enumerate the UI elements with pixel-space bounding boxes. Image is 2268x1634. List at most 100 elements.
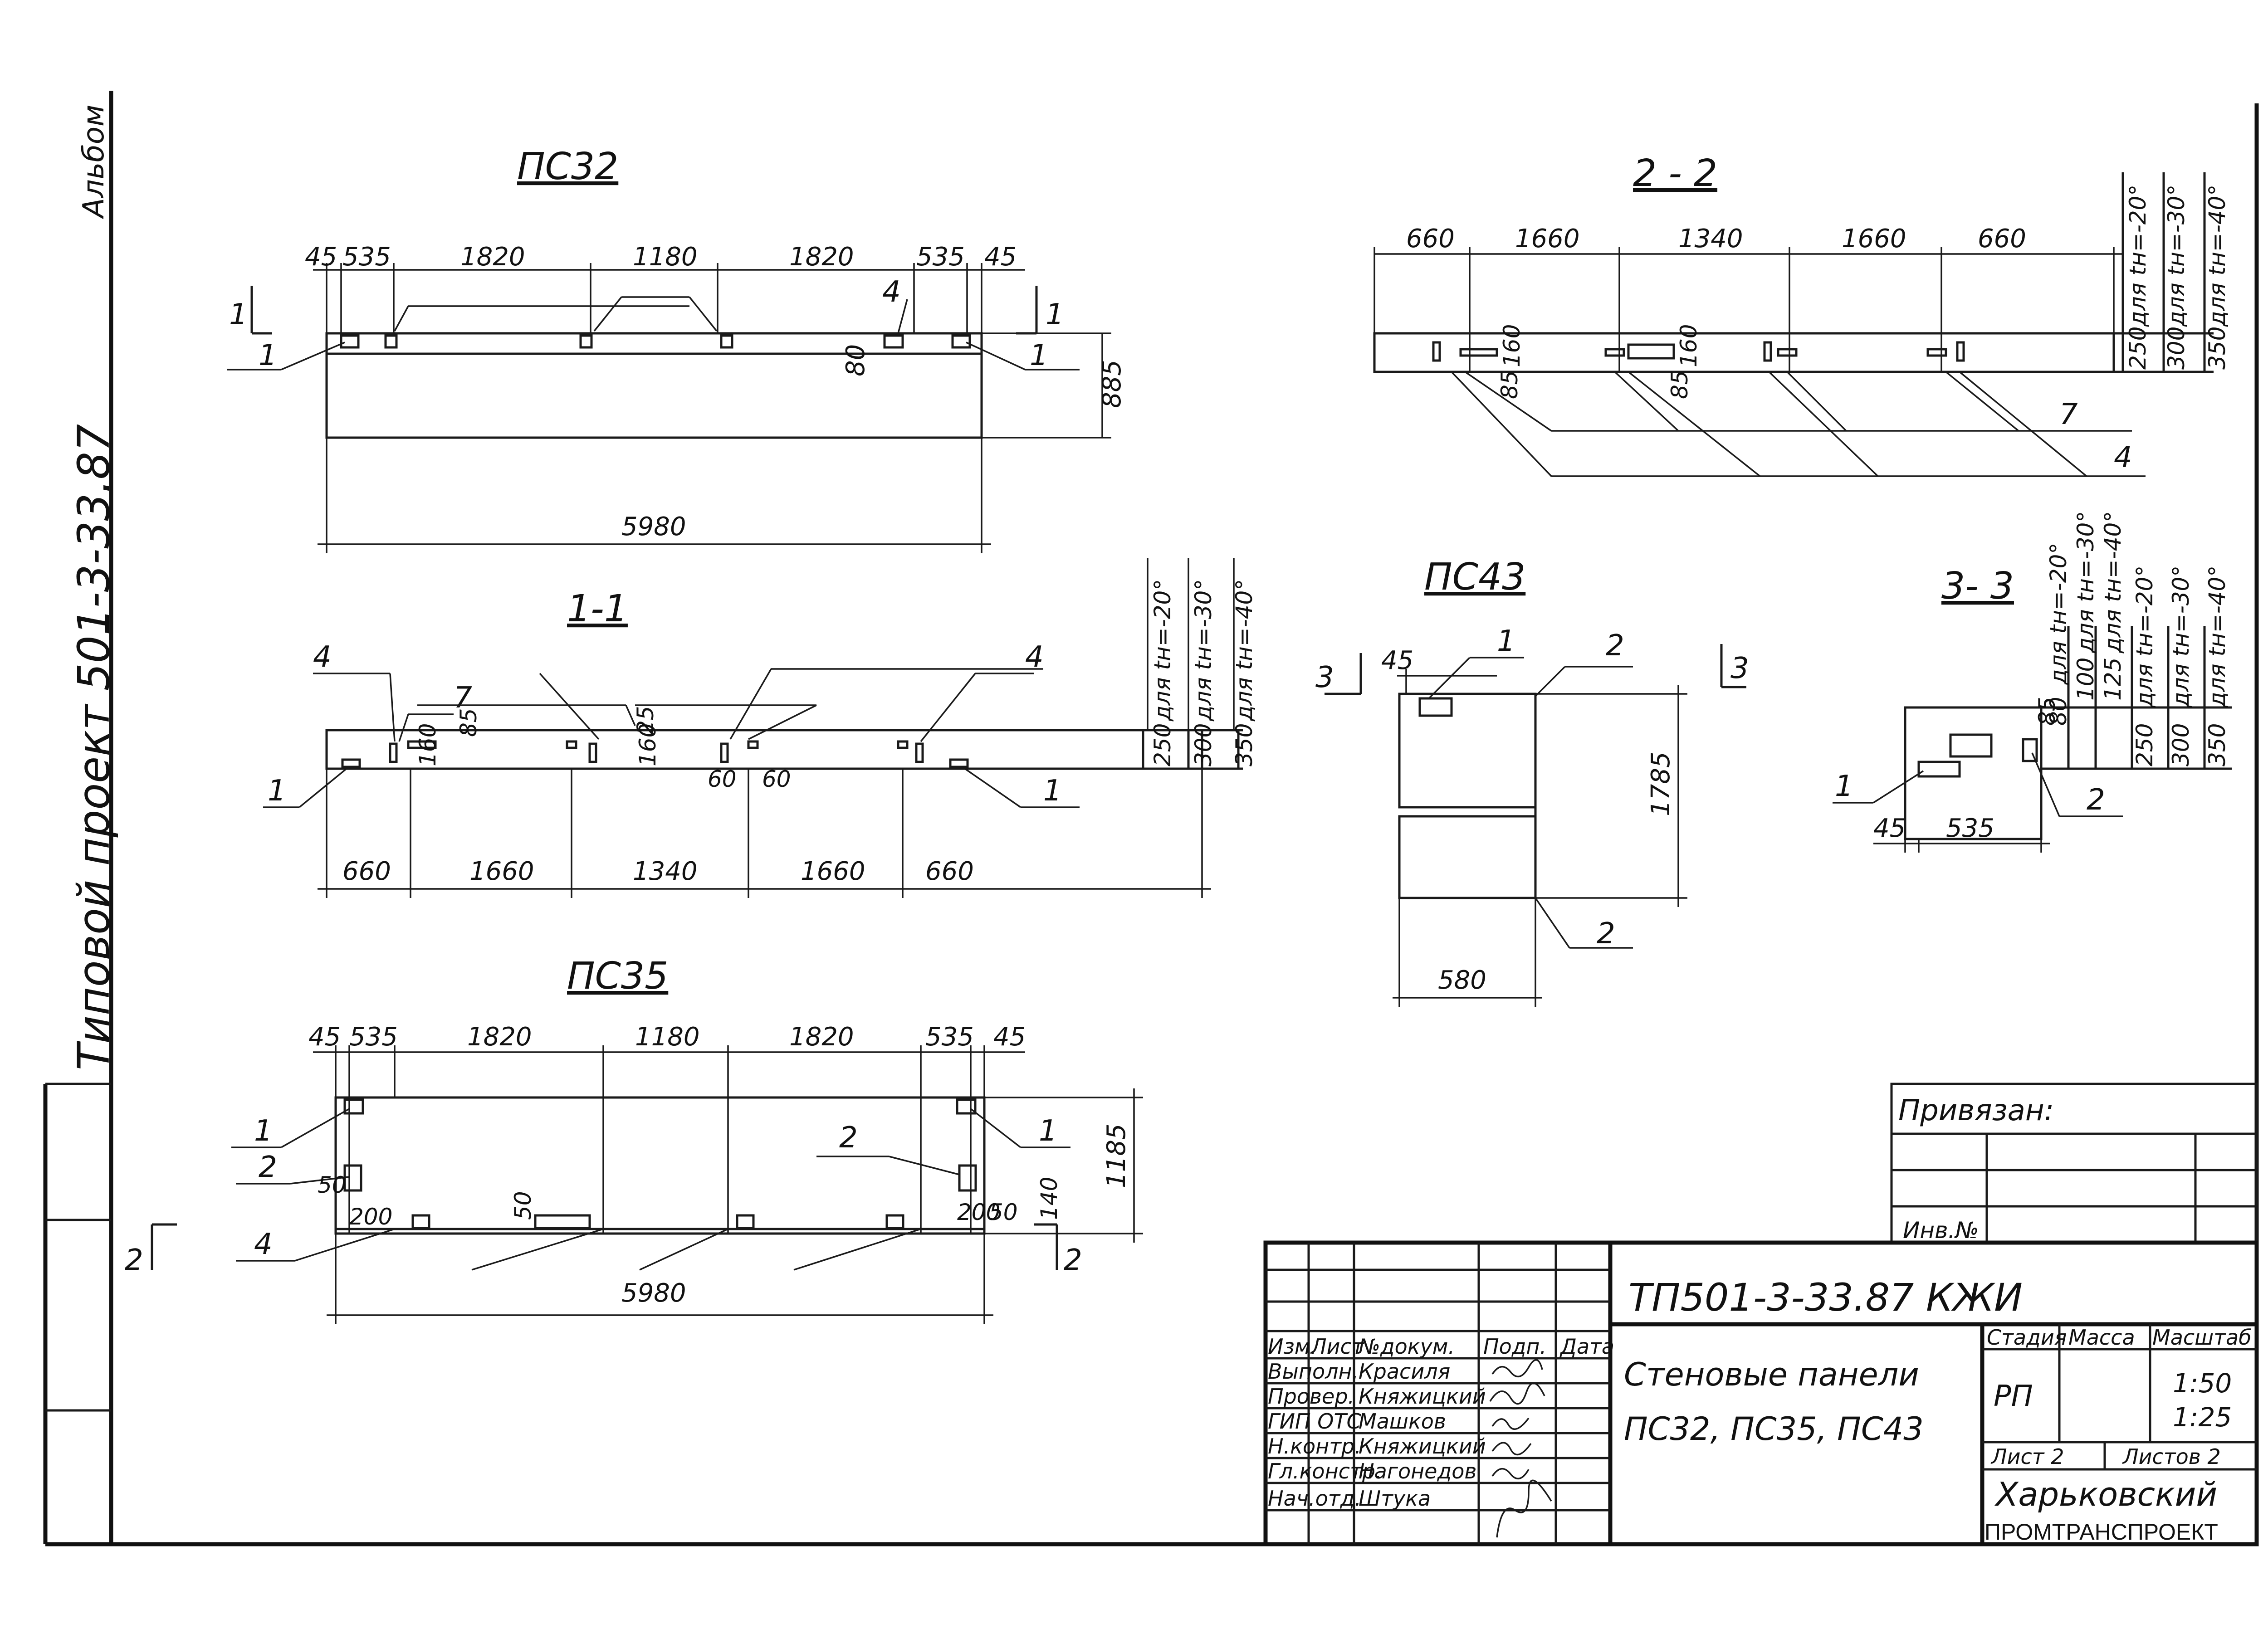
stamp-desc-1: Стеновые панели bbox=[1624, 1356, 1919, 1393]
sec11-t350: 350 bbox=[1231, 723, 1257, 766]
ps35-dim-3: 1820 bbox=[467, 1022, 532, 1052]
ps35-height: 1185 bbox=[1102, 1123, 1131, 1188]
ps35-title: ПС35 bbox=[567, 955, 668, 998]
sec22-d3: 1340 bbox=[1678, 224, 1743, 254]
sec22-t300: 300 bbox=[2163, 327, 2190, 370]
ps35-d50a: 50 bbox=[318, 1172, 347, 1198]
sec33-note-t40: для tн=-40° bbox=[2100, 511, 2126, 654]
ps35-view: ПС35 45 535 1820 1180 1820 535 45 1 2 bbox=[125, 955, 1143, 1324]
ps32-dim-80: 80 bbox=[841, 344, 870, 376]
ps35-callout-4: 4 bbox=[254, 1228, 273, 1261]
ps32-dim-6: 535 bbox=[916, 242, 965, 272]
ps35-d140: 140 bbox=[1036, 1177, 1062, 1220]
stamp-h-izm: Изм. bbox=[1268, 1334, 1317, 1359]
ps35-width: 5980 bbox=[621, 1278, 686, 1308]
sec11-d160a: 160 bbox=[415, 723, 441, 766]
inv-label: Инв.№ bbox=[1903, 1217, 1979, 1244]
sec33-d85: 85 bbox=[2034, 697, 2060, 726]
sec11-note-40: для tн=-40° bbox=[1231, 579, 1257, 722]
sec11-callout-4b: 4 bbox=[1025, 640, 1044, 674]
sec33-t300: 300 bbox=[2168, 723, 2194, 766]
sec22-t250: 250 bbox=[2125, 327, 2151, 370]
sec11-t300: 300 bbox=[1190, 723, 1217, 766]
ps32-title: ПС32 bbox=[517, 145, 618, 188]
sec33-t100: 100 bbox=[2072, 658, 2099, 701]
stamp-role-1: Выполн. bbox=[1268, 1359, 1359, 1384]
sec11-note-30: для tн=-30° bbox=[1190, 579, 1217, 722]
sec33-t250: 250 bbox=[2131, 723, 2158, 766]
sec11-callout-1b: 1 bbox=[1043, 774, 1062, 808]
stamp-sheet: Лист 2 bbox=[1990, 1444, 2064, 1469]
sec33-callout-2: 2 bbox=[2087, 783, 2105, 817]
stamp-h-data: Дата bbox=[1559, 1334, 1614, 1359]
sec33-note-20: для tн=-20° bbox=[2131, 566, 2158, 708]
sec11-callout-7: 7 bbox=[454, 681, 472, 715]
ps43-cut-right: 3 bbox=[1730, 652, 1749, 685]
ps35-callout-2a: 2 bbox=[259, 1151, 277, 1184]
stamp-stage: РП bbox=[1994, 1380, 2033, 1413]
sec22-d160a: 160 bbox=[1499, 324, 1525, 367]
sec22-callout-7: 7 bbox=[2059, 398, 2078, 431]
ps35-dim-4: 1180 bbox=[635, 1022, 700, 1052]
ps35-panel bbox=[334, 1096, 986, 1235]
sec33-note-t30: для tн=-30° bbox=[2072, 511, 2099, 654]
sec33-t125: 125 bbox=[2100, 658, 2126, 701]
ps32-width: 5980 bbox=[621, 512, 686, 541]
sec22-d160b: 160 bbox=[1676, 324, 1702, 367]
ps32-cut-right: 1 bbox=[1046, 298, 1064, 332]
stamp-role-3: ГИП ОТС bbox=[1268, 1409, 1361, 1434]
stamp-name-6: Штука bbox=[1359, 1486, 1431, 1511]
sec11-d60a: 60 bbox=[708, 766, 737, 792]
ps43-callout-2a: 2 bbox=[1606, 629, 1624, 663]
stamp-role-4: Н.контр. bbox=[1268, 1434, 1361, 1458]
sec22-note-20: для tн=-20° bbox=[2125, 185, 2151, 327]
sec22-d5: 660 bbox=[1978, 224, 2026, 254]
stamp-desc-2: ПС32, ПС35, ПС43 bbox=[1624, 1410, 1924, 1448]
project-number-text: Типовой проект 501-3-33.87 bbox=[68, 424, 119, 1070]
stamp-h-list: Лист bbox=[1310, 1334, 1364, 1359]
ps43-dim-45: 45 bbox=[1381, 646, 1413, 675]
ps32-height: 885 bbox=[1097, 360, 1127, 408]
ps32-view: ПС32 45 535 1820 1180 1820 535 45 bbox=[227, 145, 1127, 553]
ps35-callout-1b: 1 bbox=[1039, 1114, 1057, 1148]
sec11-callout-1a: 1 bbox=[268, 774, 286, 808]
ps43-callout-2b: 2 bbox=[1597, 917, 1615, 951]
sec11-section bbox=[325, 729, 1203, 770]
sec33-d535: 535 bbox=[1946, 814, 1994, 843]
sec22-t350: 350 bbox=[2204, 327, 2230, 370]
sec11-b5: 660 bbox=[925, 857, 974, 886]
signatures bbox=[1489, 1359, 1552, 1538]
ps35-d200a: 200 bbox=[349, 1204, 392, 1230]
ps35-dim-6: 535 bbox=[925, 1022, 974, 1052]
ps32-panel bbox=[325, 332, 983, 439]
title-stamp: Изм. Лист №докум. Подп. Дата Выполн. Про… bbox=[1263, 1240, 2259, 1546]
section-2-2: 2 - 2 660 1660 1340 1660 660 250 300 350… bbox=[1373, 152, 2230, 477]
stamp-h-podp: Подп. bbox=[1483, 1334, 1546, 1359]
ps35-dim-5: 1820 bbox=[789, 1022, 854, 1052]
ps32-cut-left: 1 bbox=[229, 298, 248, 332]
privyazan-label: Привязан: bbox=[1898, 1094, 2054, 1127]
ps32-callout-4: 4 bbox=[882, 275, 901, 309]
stamp-name-5: Нагонедов bbox=[1359, 1459, 1477, 1483]
ps35-dim-2: 535 bbox=[349, 1022, 398, 1052]
stamp-sheets: Листов 2 bbox=[2122, 1444, 2221, 1469]
ps43-callout-1: 1 bbox=[1497, 624, 1515, 658]
sec33-note-40: для tн=-40° bbox=[2204, 566, 2230, 708]
stamp-org-2: ПРОМТРАНСПРОЕКТ bbox=[1984, 1519, 2218, 1545]
ps35-cut-left: 2 bbox=[125, 1244, 143, 1277]
privyazan-block: Привязан: Инв.№ bbox=[1890, 1083, 2258, 1244]
sec22-note-30: для tн=-30° bbox=[2163, 185, 2190, 327]
ps35-callout-2b: 2 bbox=[839, 1121, 858, 1155]
sec33-title: 3- 3 bbox=[1941, 565, 2014, 608]
stamp-name-4: Княжицкий bbox=[1359, 1434, 1486, 1458]
ps32-dim-2: 535 bbox=[342, 242, 391, 272]
ps32-dim-1: 45 bbox=[305, 242, 337, 272]
ps43-height: 1785 bbox=[1646, 751, 1676, 816]
stamp-role-5: Гл.констр. bbox=[1268, 1459, 1382, 1483]
stamp-scale-h: Масштаб bbox=[2152, 1325, 2252, 1350]
sec22-section bbox=[1373, 332, 2115, 373]
stamp-name-3: Машков bbox=[1359, 1409, 1446, 1434]
sec33-callout-1: 1 bbox=[1835, 770, 1853, 803]
ps32-dim-5: 1820 bbox=[789, 242, 854, 272]
sec22-callout-4: 4 bbox=[2114, 441, 2132, 474]
